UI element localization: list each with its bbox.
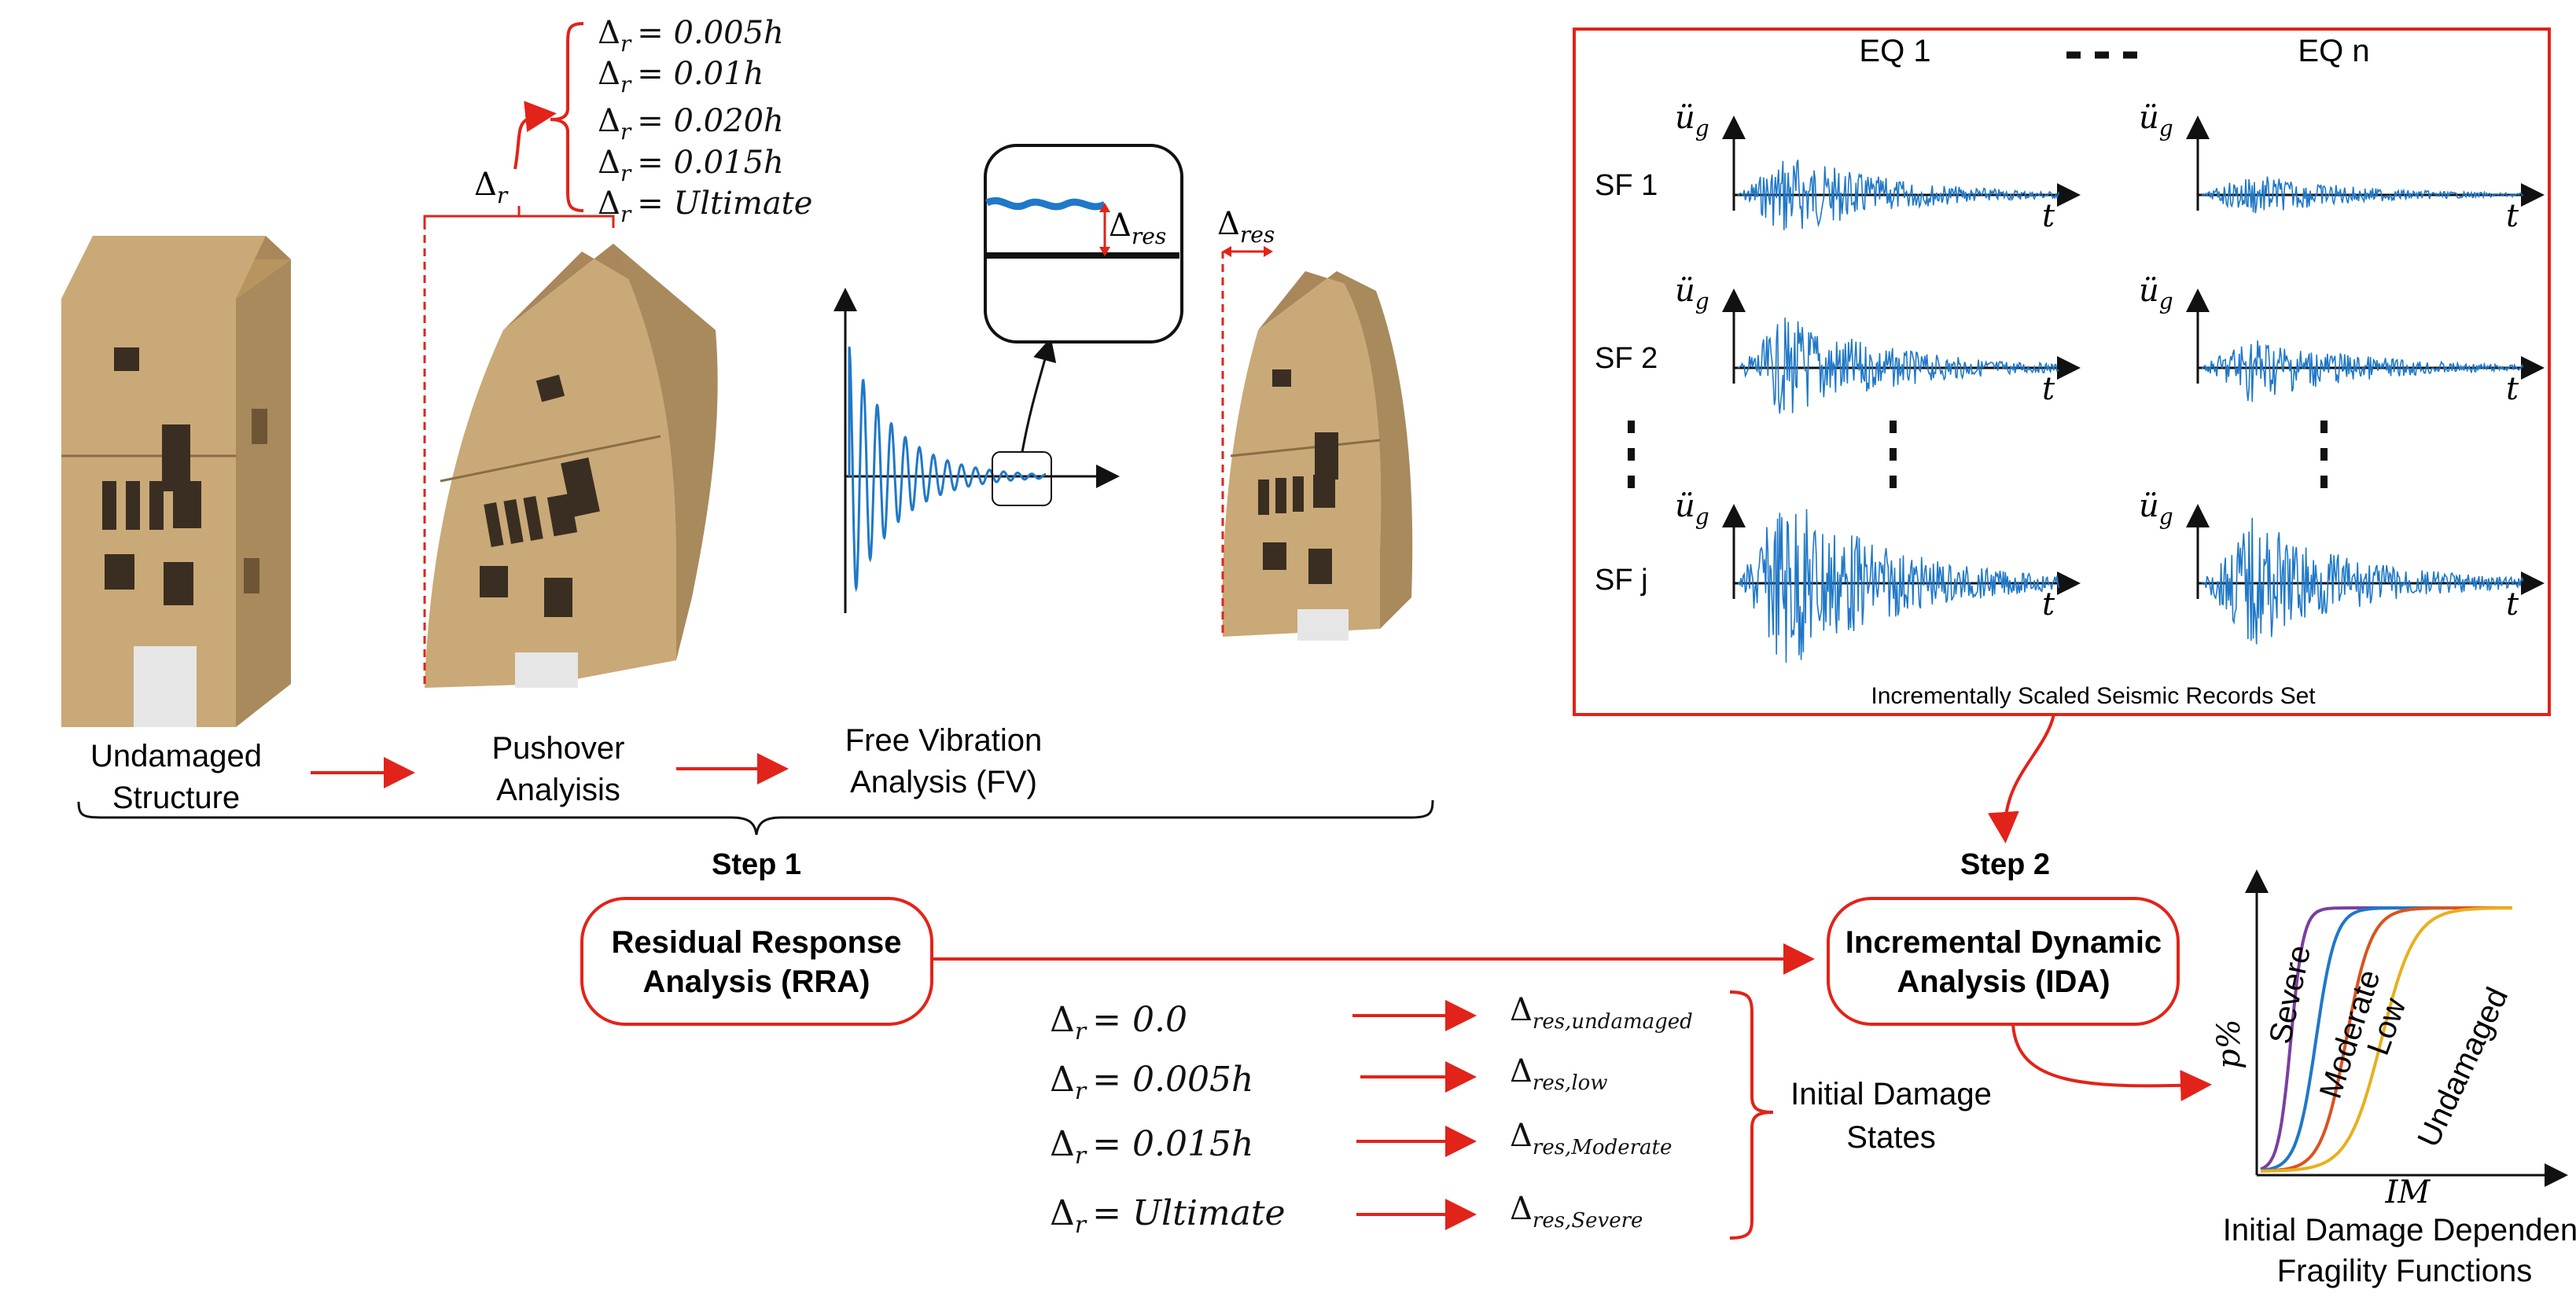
- drift-item: Δr= 0.005h: [598, 15, 784, 57]
- fragility-plot: p% IM Severe Moderate Low Undamaged: [2211, 869, 2568, 1211]
- pushover-building: [425, 244, 718, 688]
- record-ylabel: üg: [2139, 273, 2173, 314]
- mapping-rhs: Δres,Severe: [1510, 1191, 1643, 1233]
- mapping-rhs: Δres,low: [1510, 1053, 1608, 1095]
- sf-row-label: SF j: [1595, 564, 1648, 597]
- fragility-curve: [2260, 906, 2513, 1173]
- fragility-curve-label: Undamaged: [2411, 983, 2515, 1152]
- residual-drift-label: Δres: [1217, 206, 1275, 248]
- record-ylabel: üg: [2139, 488, 2173, 530]
- mapping-rhs: Δres,Moderate: [1510, 1118, 1672, 1159]
- records-to-ida-arrow: [1987, 714, 2055, 843]
- damage-states-brace: [1729, 990, 1774, 1240]
- pushover-label: Pushover: [492, 731, 625, 766]
- eq1-header: EQ 1: [1859, 34, 1930, 68]
- sf-row-label: SF 2: [1595, 342, 1658, 375]
- undamaged-building: [61, 236, 291, 727]
- mapping-lhs: Δr= Ultimate: [1050, 1193, 1286, 1239]
- vertical-ellipsis: [1628, 421, 2328, 488]
- ida-box: [1827, 897, 2180, 1026]
- zoom-box: [992, 451, 1052, 506]
- record-xlabel: t: [2042, 586, 2055, 623]
- ida-label: Analysis (IDA): [1897, 964, 2110, 999]
- sf-row-label: SF 1: [1595, 169, 1658, 202]
- step2-label: Step 2: [1960, 848, 2050, 881]
- step1-brace: [77, 799, 1434, 836]
- record-ylabel: üg: [1675, 488, 1709, 530]
- rra-box: [580, 897, 933, 1026]
- drift-bracket: [423, 206, 615, 228]
- rra-label: Residual Response: [611, 925, 901, 960]
- pushover-label: Analyisis: [496, 773, 620, 807]
- free-vibration-plot: Δres: [834, 144, 1183, 613]
- damage-states-label: Initial Damage: [1790, 1077, 1992, 1111]
- rra-label: Analysis (RRA): [643, 964, 870, 999]
- fragility-caption: Fragility Functions: [2277, 1254, 2533, 1288]
- damage-states-label: States: [1846, 1120, 1935, 1155]
- fv-label: Free Vibration: [845, 723, 1043, 758]
- callout-res-label: Δres: [1109, 208, 1166, 249]
- record-ylabel: üg: [2139, 100, 2173, 141]
- drift-item: Δr= Ultimate: [598, 186, 812, 227]
- undamaged-label: Structure: [112, 781, 240, 815]
- eqn-header: EQ n: [2298, 34, 2369, 68]
- fragility-caption: Initial Damage Dependent: [2223, 1213, 2576, 1247]
- damage-mapping: Δr= 0.0 Δr= 0.005h Δr= 0.015h Δr= Ultima…: [1050, 992, 1693, 1239]
- record-xlabel: t: [2506, 586, 2519, 623]
- residual-building: [1222, 271, 1413, 641]
- ida-label: Incremental Dynamic: [1846, 925, 2162, 960]
- drift-list-brace: [550, 22, 584, 212]
- ground-motion-signal: [1737, 509, 2060, 663]
- drift-item: Δr= 0.015h: [598, 145, 784, 186]
- mapping-lhs: Δr= 0.005h: [1050, 1060, 1253, 1105]
- ground-motion-signal: [2201, 517, 2524, 645]
- record-xlabel: t: [2506, 198, 2519, 234]
- zoom-callout: [984, 144, 1183, 344]
- free-vibration-signal: [848, 346, 1046, 593]
- record-ylabel: üg: [1675, 273, 1709, 314]
- ground-motion-signal: [1737, 160, 2060, 230]
- ground-motion-signal: [2201, 176, 2524, 214]
- drift-arrow: [513, 101, 557, 170]
- drift-item: Δr= 0.01h: [598, 56, 764, 97]
- mapping-rhs: Δres,undamaged: [1510, 992, 1693, 1034]
- undamaged-label: Undamaged: [90, 739, 262, 773]
- drift-bracket-label: Δr: [474, 167, 509, 208]
- drift-list: Δr= 0.005h Δr= 0.01h Δr= 0.020h Δr= 0.01…: [598, 15, 812, 227]
- fragility-xlabel: IM: [2385, 1174, 2431, 1211]
- ida-to-fragility-arrow: [2011, 1023, 2212, 1102]
- ground-motion-signal: [2201, 340, 2524, 402]
- drift-item: Δr= 0.020h: [598, 103, 784, 145]
- fv-label: Analysis (FV): [850, 765, 1037, 799]
- mapping-lhs: Δr= 0.0: [1050, 1000, 1187, 1045]
- record-ylabel: üg: [1675, 100, 1709, 141]
- record-xlabel: t: [2042, 371, 2055, 407]
- callout-wave: [984, 197, 1107, 211]
- record-xlabel: t: [2042, 198, 2055, 234]
- records-caption: Incrementally Scaled Seismic Records Set: [1871, 683, 2316, 709]
- record-xlabel: t: [2506, 371, 2519, 407]
- step1-label: Step 1: [712, 848, 801, 881]
- zoom-leader: [1021, 337, 1057, 453]
- fragility-ylabel: p%: [2211, 1019, 2247, 1069]
- ground-motion-signal: [1737, 318, 2059, 414]
- mapping-lhs: Δr= 0.015h: [1050, 1124, 1253, 1170]
- fragility-curve-label: Severe: [2263, 942, 2317, 1047]
